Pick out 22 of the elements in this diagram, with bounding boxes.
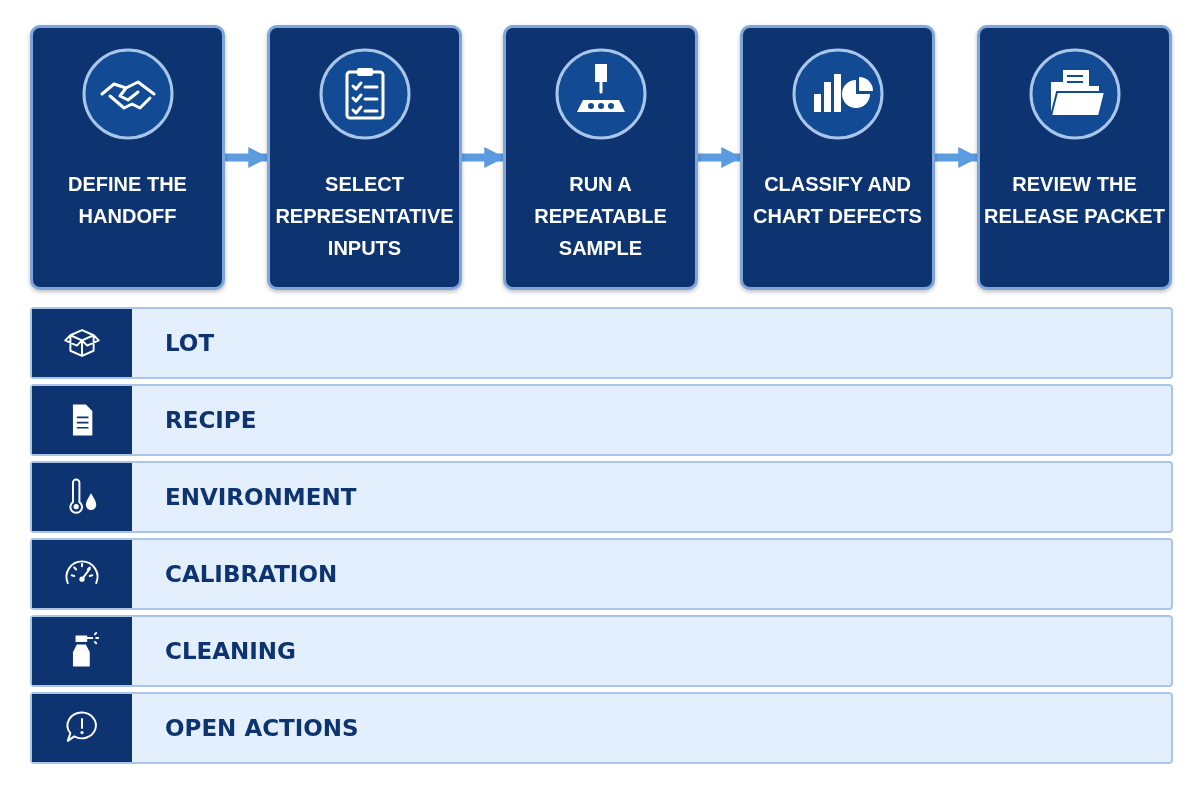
checklist-row xyxy=(30,384,1173,456)
process-step-card xyxy=(503,25,698,290)
step-title: CLASSIFY AND CHART DEFECTS xyxy=(752,172,923,229)
step-title: DEFINE THE HANDOFF xyxy=(67,172,188,229)
step-title: SELECT REPRESENTATIVE INPUTS xyxy=(274,172,455,261)
step-title: RUN A REPEATABLE SAMPLE xyxy=(533,172,668,261)
row-label: CALIBRATION xyxy=(165,561,338,587)
row-label: OPEN ACTIONS xyxy=(165,715,359,741)
checklist-row xyxy=(30,538,1173,610)
checklist-row xyxy=(30,615,1173,687)
checklist-row xyxy=(30,692,1173,764)
checklist-row xyxy=(30,461,1173,533)
process-step-card xyxy=(267,25,462,290)
row-label: ENVIRONMENT xyxy=(165,484,357,510)
row-label: LOT xyxy=(165,330,215,356)
row-label: CLEANING xyxy=(165,638,296,664)
checklist-row xyxy=(30,307,1173,379)
process-step-card xyxy=(977,25,1172,290)
step-title: REVIEW THE RELEASE PACKET xyxy=(984,172,1165,229)
row-label: RECIPE xyxy=(165,407,257,433)
process-step-card xyxy=(30,25,225,290)
process-step-card xyxy=(740,25,935,290)
